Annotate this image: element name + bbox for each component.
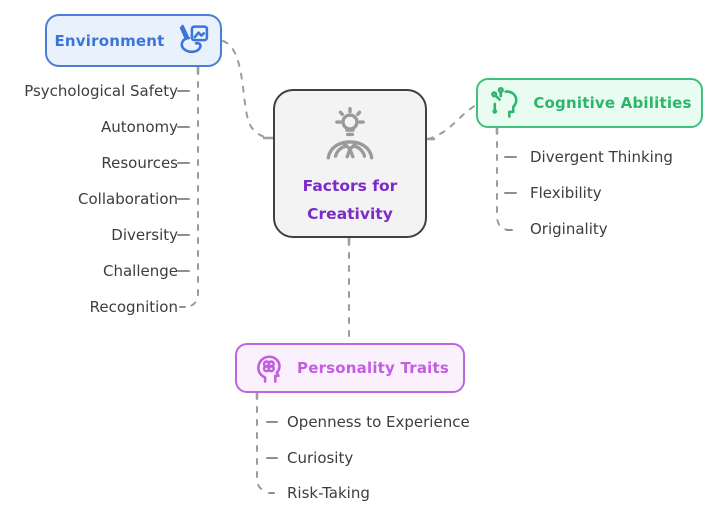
branch-node-environment: Environment [45, 14, 222, 67]
leaf-psychological-safety: Psychological Safety [24, 82, 178, 100]
root-node: Factors for Creativity [273, 89, 427, 238]
branch-label-environment: Environment [54, 31, 165, 50]
leaf-flexibility: Flexibility [530, 184, 602, 202]
branch-label-cognitive-abilities: Cognitive Abilities [533, 94, 692, 112]
environment-spine [186, 68, 199, 308]
cognitive-spine [496, 128, 509, 231]
root-label-line1: Factors for [302, 177, 398, 195]
leaf-resources: Resources [101, 154, 178, 172]
branch-node-cognitive-abilities: Cognitive Abilities [476, 78, 703, 128]
branch-node-personality-traits: Personality Traits [235, 343, 465, 393]
head-brain-icon [251, 350, 287, 386]
root-label-line2: Creativity [307, 205, 393, 223]
environment-item-ticks [177, 90, 190, 308]
personality-spine [256, 393, 269, 493]
node-anchor-stubs [196, 67, 499, 399]
leaf-divergent-thinking: Divergent Thinking [530, 148, 673, 166]
leaf-originality: Originality [530, 220, 608, 238]
idea-person-icon [319, 105, 381, 167]
leaf-diversity: Diversity [111, 226, 178, 244]
cognitive-item-ticks [504, 156, 517, 231]
head-circuit-icon [487, 85, 523, 121]
root-label: Factors for Creativity [303, 172, 398, 228]
leaf-risk-taking: Risk-Taking [287, 484, 370, 502]
cognitive-root-connector [427, 104, 477, 140]
personality-item-ticks [266, 421, 278, 494]
leaf-recognition: Recognition [89, 298, 178, 316]
leaf-curiosity: Curiosity [287, 449, 354, 467]
paintbrush-photo-icon [175, 23, 213, 59]
leaf-challenge: Challenge [103, 262, 178, 280]
leaf-openness-to-experience: Openness to Experience [287, 413, 470, 431]
environment-root-connector [222, 40, 273, 139]
leaf-collaboration: Collaboration [78, 190, 178, 208]
branch-label-personality-traits: Personality Traits [297, 359, 449, 377]
leaf-autonomy: Autonomy [101, 118, 178, 136]
